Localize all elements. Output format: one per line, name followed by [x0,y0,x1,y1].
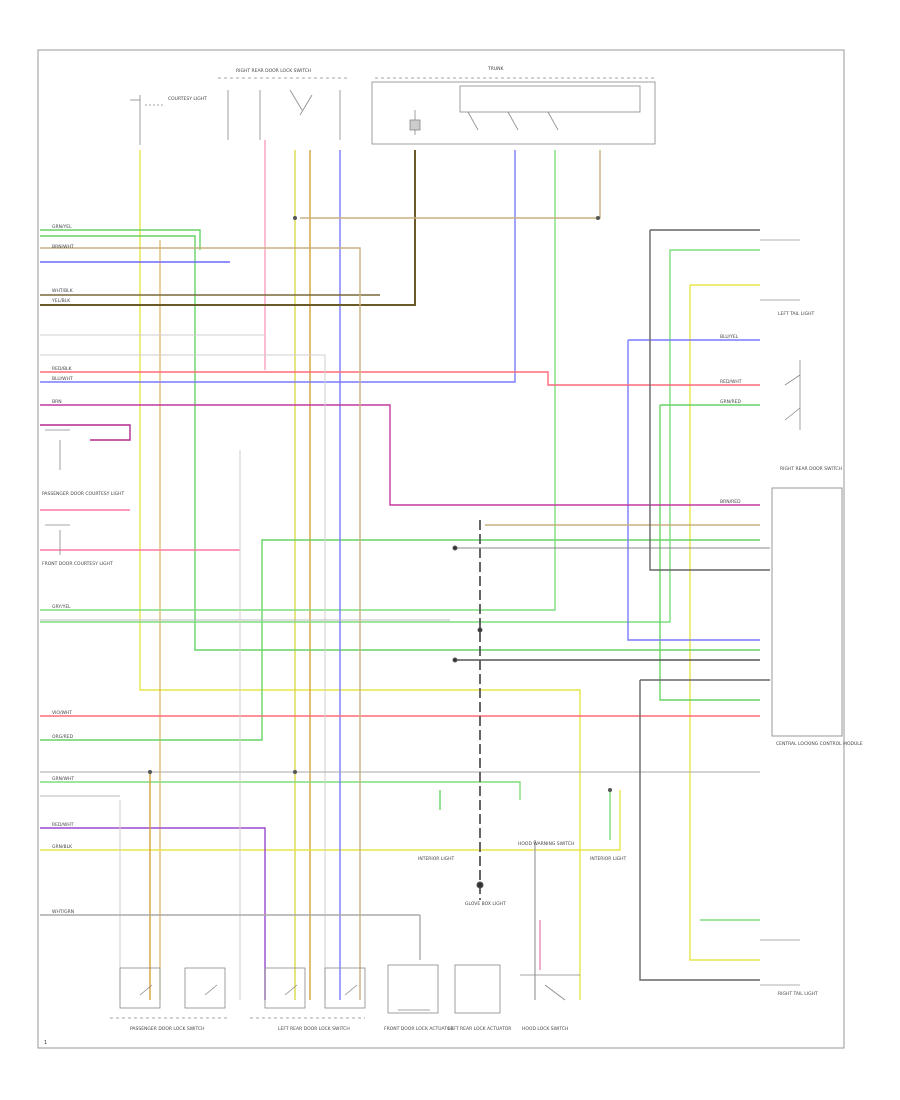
courtesy-light-unit [130,95,165,145]
left-rear-door-lock-switch [250,967,366,1019]
front-door-courtesy-label-2: FRONT DOOR COURTESY LIGHT [42,561,113,567]
diagram-frame [37,49,845,1049]
left-tail-light-label: LEFT TAIL LIGHT [778,311,814,317]
ground-splice [452,545,484,889]
rr-door-lock-switch-label: RIGHT REAR DOOR LOCK SWITCH [236,68,311,74]
wire-label-wht-blk: WHT/BLK [52,288,74,294]
wire-label-brn-wht: BRN/WHT [52,244,74,250]
glove-box-label: GLOVE BOX LIGHT [465,901,506,907]
wire-label-brn: BRN [52,399,62,405]
connection-dots [148,216,612,792]
left-rear-door-lock-switch-label: LEFT REAR DOOR LOCK SWITCH [278,1026,350,1032]
central-locking-module-label: CENTRAL LOCKING CONTROL MODULE [776,741,863,747]
wire-label-org-red: ORG/RED [52,734,74,740]
wire-label-gry-yel: GRY/YEL [52,604,71,610]
front-door-lock-actuator [387,964,439,1014]
passenger-door-lock-switch [110,967,230,1019]
right-tail-light-label: RIGHT TAIL LIGHT [778,991,818,997]
central-locking-module [771,487,843,737]
wire-label-red-wht-2: RED/WHT [720,379,742,385]
front-door-lock-actuator-label: FRONT DOOR LOCK ACTUATOR [384,1026,454,1032]
wire-label-red-blk: RED/BLK [52,366,73,372]
page-number: 1 [44,1040,47,1046]
hood-warning-label: HOOD WARNING SWITCH [518,841,574,847]
left-tail-light [760,239,800,301]
courtesy-light-label: COURTESY LIGHT [168,96,207,102]
rr-door-lock-switch [218,77,350,140]
trunk-label: TRUNK [487,66,505,72]
left-rear-lock-actuator [454,964,501,1014]
wire-label-grn-wht: GRN/WHT [52,776,74,782]
front-door-courtesy-light [45,429,70,555]
rr-door-switch-label: RIGHT REAR DOOR SWITCH [780,466,842,472]
front-door-courtesy-label: PASSENGER DOOR COURTESY LIGHT [42,491,125,497]
wire-label-red-wht: RED/WHT [52,822,74,828]
interior-light-label: INTERIOR LIGHT [418,856,455,862]
wire-label-brn-red: BRN/RED [720,499,741,505]
wire-label-vio-wht: VIO/WHT [52,710,72,716]
wire-label-wht-grn: WHT/GRN [52,909,74,915]
hood-lock-switch-label: HOOD LOCK SWITCH [522,1026,568,1032]
left-rear-lock-actuator-label: LEFT REAR LOCK ACTUATOR [448,1026,511,1032]
right-tail-light [760,939,800,986]
wire-label-yel-blk: YEL/BLK [51,298,71,304]
wire-label-grn-blk: GRN/BLK [52,844,73,850]
wire-labels: GRN/YEL BRN/WHT WHT/BLK YEL/BLK RED/BLK … [51,224,742,915]
front-trunk-unit [371,77,656,145]
wire-label-blu-yel: BLU/YEL [720,334,739,340]
wire-label-grn-yel: GRN/YEL [52,224,72,230]
wires [40,140,770,1000]
interior-light-label-2: INTERIOR LIGHT [590,856,627,862]
passenger-door-lock-switch-label: PASSENGER DOOR LOCK SWITCH [130,1026,204,1032]
wire-label-blu-wht: BLU/WHT [52,376,73,382]
rr-door-switch [784,360,801,430]
hood-lock-switch [520,974,580,1001]
wire-label-grn-red: GRN/RED [720,399,741,405]
